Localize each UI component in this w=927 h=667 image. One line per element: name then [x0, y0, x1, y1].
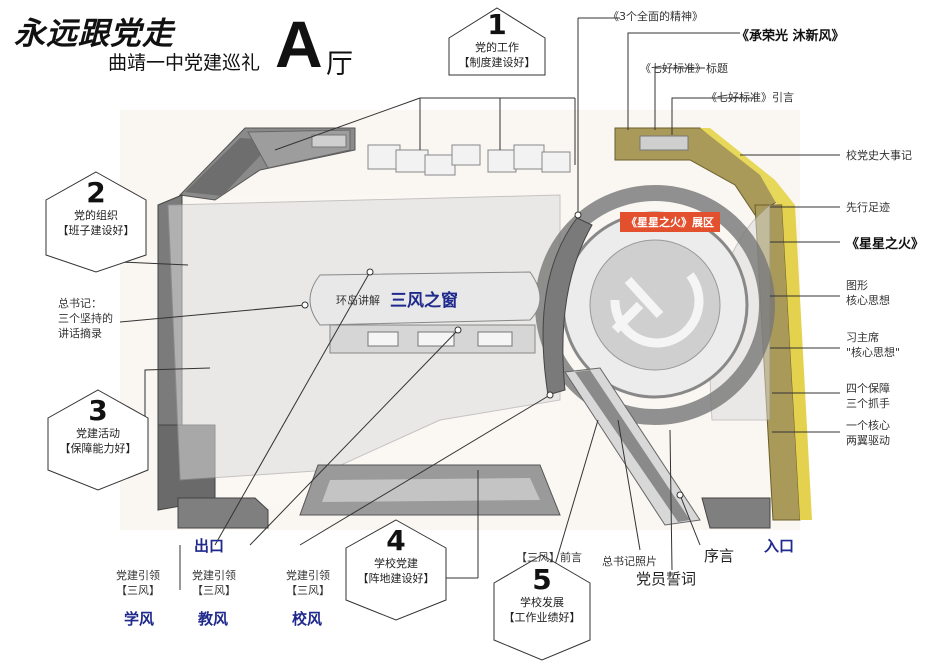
lead-2-word: 教风	[198, 610, 229, 628]
label-one-line2: 两翼驱动	[846, 434, 890, 447]
lead-1-line2: 【三风】	[116, 584, 160, 597]
label-one: 一个核心 两翼驱动	[846, 418, 890, 448]
section-4: 4 学校党建 【阵地建设好】	[346, 520, 446, 620]
lead-1: 党建引领 【三风】	[116, 568, 160, 598]
section-3-name: 党建活动	[76, 427, 120, 440]
party-emblem	[610, 272, 704, 348]
lead-3-line2: 【三风】	[286, 584, 330, 597]
window-title: 三风之窗	[390, 291, 458, 311]
label-qihao-title: 《七好标准》标题	[640, 62, 728, 75]
label-chengrong: 《承荣光 沐新风》	[736, 29, 845, 44]
wall-top-left-panel	[185, 138, 275, 196]
section-3: 3 党建活动 【保障能力好】	[48, 390, 148, 490]
lead-3: 党建引领 【三风】	[286, 568, 330, 598]
label-xi-line2: "核心思想"	[846, 346, 901, 359]
label-three-wind-pre: 【三风】前言	[516, 551, 582, 564]
section-1: 1 党的工作 【制度建设好】	[447, 4, 547, 104]
label-secretary-line3: 讲话摘录	[58, 327, 102, 340]
label-graphic-line1: 图形	[846, 279, 868, 292]
pentagon-shapes	[45, 7, 591, 661]
lead-1-line1: 党建引领	[116, 569, 160, 582]
diagonal-wall	[575, 370, 690, 522]
island-window-body	[309, 271, 541, 326]
section-3-number: 3	[88, 394, 108, 427]
curved-screen	[542, 217, 593, 396]
hall-char: 厅	[326, 49, 353, 80]
gold-plaque	[639, 135, 689, 151]
section-2-sub: 【班子建设好】	[57, 224, 135, 237]
label-secretary: 总书记： 三个坚持的 讲话摘录	[58, 296, 113, 341]
lead-2: 党建引领 【三风】	[192, 568, 236, 598]
label-spark: 《星星之火》	[846, 237, 925, 252]
lead-3-line1: 党建引领	[286, 569, 330, 582]
label-photo: 总书记照片	[602, 555, 657, 568]
lead-3-word: 校风	[292, 610, 323, 628]
label-graphic-line2: 核心思想	[846, 294, 890, 307]
label-four-line2: 三个抓手	[846, 397, 890, 410]
section-5-sub: 【工作业绩好】	[503, 611, 581, 624]
ceiling-panels	[367, 144, 571, 176]
spark-zone-tag: 《星星之火》展区	[620, 212, 720, 232]
section-5: 5 学校发展 【工作业绩好】	[492, 555, 592, 655]
page-subtitle: 曲靖一中党建巡礼	[108, 52, 261, 74]
section-2: 2 党的组织 【班子建设好】	[46, 172, 146, 272]
lead-2-line2: 【三风】	[192, 584, 236, 597]
label-four: 四个保障 三个抓手	[846, 381, 890, 411]
hall-letter: A	[275, 7, 323, 81]
section-1-sub: 【制度建设好】	[458, 56, 536, 69]
label-graphic: 图形 核心思想	[846, 278, 890, 308]
page-title: 永远跟党走	[14, 16, 174, 52]
label-oath: 党员誓词	[636, 570, 697, 588]
section-2-name: 党的组织	[74, 209, 118, 222]
label-three-full: 《3个全面的精神》	[608, 10, 703, 23]
label-pioneer: 先行足迹	[846, 201, 890, 214]
label-qihao-intro: 《七好标准》引言	[706, 91, 794, 104]
label-preface: 序言	[704, 547, 735, 565]
label-xi-line1: 习主席	[846, 331, 879, 344]
section-4-sub: 【阵地建设好】	[357, 572, 435, 585]
section-4-name: 学校党建	[374, 557, 418, 570]
gold-wall-right-edge	[782, 205, 812, 520]
exit-block	[177, 497, 269, 529]
label-party-history: 校党史大事记	[846, 149, 912, 162]
section-3-sub: 【保障能力好】	[59, 442, 137, 455]
wall-top-vent	[311, 134, 347, 148]
label-xi: 习主席 "核心思想"	[846, 330, 900, 360]
bottom-display-top	[322, 478, 540, 502]
central-ring-outer	[535, 185, 775, 425]
label-secretary-line2: 三个坚持的	[58, 312, 113, 325]
island-modules	[367, 331, 513, 347]
section-4-number: 4	[386, 524, 406, 557]
lead-1-word: 学风	[124, 610, 155, 628]
label-secretary-line1: 总书记：	[58, 297, 102, 310]
section-1-name: 党的工作	[475, 41, 519, 54]
lead-2-line1: 党建引领	[192, 569, 236, 582]
gold-wall-edge	[700, 128, 795, 210]
label-four-line1: 四个保障	[846, 382, 890, 395]
label-exit: 出口	[194, 537, 225, 555]
section-2-number: 2	[86, 176, 106, 209]
section-5-name: 学校发展	[520, 596, 564, 609]
section-5-number: 5	[532, 563, 552, 596]
label-one-line1: 一个核心	[846, 419, 890, 432]
callout-lines	[119, 17, 840, 590]
entrance-block	[701, 497, 771, 529]
section-1-number: 1	[487, 8, 507, 41]
window-prefix: 环岛讲解	[336, 294, 380, 307]
callout-dots	[301, 211, 684, 499]
label-entrance: 入口	[764, 537, 795, 555]
